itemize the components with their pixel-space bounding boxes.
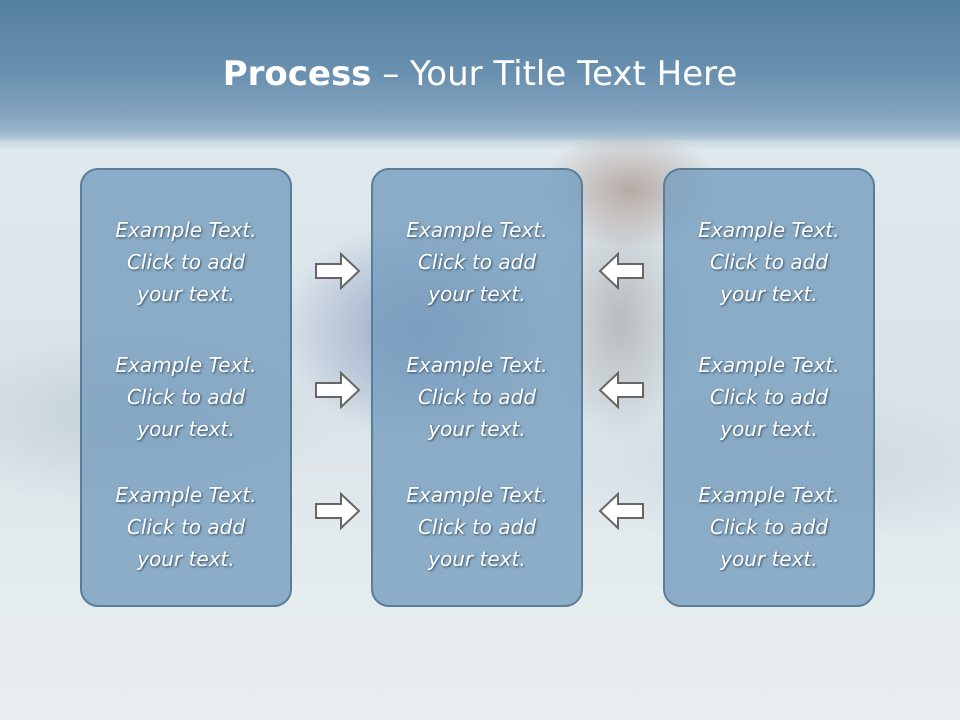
right-arrow-icon[interactable] [314,251,362,291]
text-block[interactable]: Example Text. Click to add your text. [665,349,873,445]
right-text-box[interactable]: Example Text. Click to add your text. Ex… [663,168,875,607]
text-line: Click to add [126,515,246,539]
text-line: Example Text. [698,353,840,377]
text-block[interactable]: Example Text. Click to add your text. [665,214,873,310]
text-line: Example Text. [698,218,840,242]
right-arrow-icon[interactable] [314,491,362,531]
text-line: your text. [720,282,818,306]
text-line: your text. [137,282,235,306]
left-arrow-icon[interactable] [597,251,645,291]
text-line: your text. [720,417,818,441]
text-line: Example Text. [406,353,548,377]
text-line: Click to add [126,385,246,409]
text-line: Click to add [709,515,829,539]
text-block[interactable]: Example Text. Click to add your text. [373,349,581,445]
text-block[interactable]: Example Text. Click to add your text. [82,214,290,310]
text-line: your text. [428,547,526,571]
text-line: Example Text. [115,218,257,242]
text-line: Click to add [417,250,537,274]
title-banner [0,0,960,140]
text-line: Example Text. [698,483,840,507]
text-line: Click to add [709,250,829,274]
title-rest-part: – Your Title Text Here [371,54,738,94]
text-line: Click to add [417,385,537,409]
left-arrow-icon[interactable] [597,491,645,531]
text-block[interactable]: Example Text. Click to add your text. [373,479,581,575]
text-line: your text. [720,547,818,571]
text-block[interactable]: Example Text. Click to add your text. [82,479,290,575]
text-line: your text. [137,417,235,441]
text-line: Example Text. [406,483,548,507]
title-bold-part: Process [222,54,372,94]
text-block[interactable]: Example Text. Click to add your text. [665,479,873,575]
left-text-box[interactable]: Example Text. Click to add your text. Ex… [80,168,292,607]
text-line: Click to add [126,250,246,274]
left-arrow-icon[interactable] [597,370,645,410]
text-line: Example Text. [115,353,257,377]
text-line: Click to add [417,515,537,539]
text-line: your text. [428,282,526,306]
right-arrow-icon[interactable] [314,370,362,410]
text-line: Example Text. [406,218,548,242]
text-line: your text. [137,547,235,571]
slide-title[interactable]: Process – Your Title Text Here [0,52,960,96]
text-block[interactable]: Example Text. Click to add your text. [82,349,290,445]
text-line: your text. [428,417,526,441]
middle-text-box[interactable]: Example Text. Click to add your text. Ex… [371,168,583,607]
text-line: Click to add [709,385,829,409]
text-line: Example Text. [115,483,257,507]
text-block[interactable]: Example Text. Click to add your text. [373,214,581,310]
